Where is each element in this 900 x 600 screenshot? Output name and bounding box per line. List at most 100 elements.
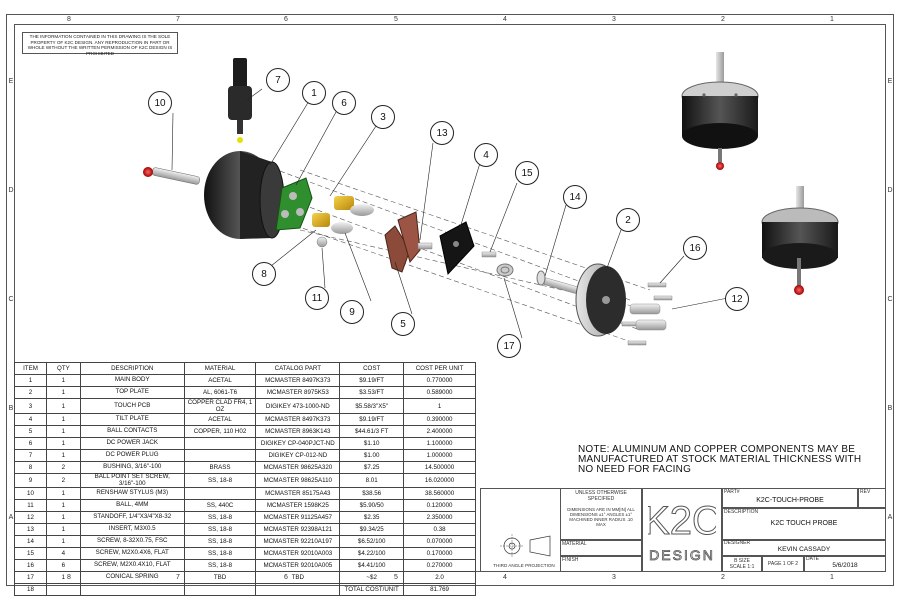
bom-cell: MCMASTER 98625A110	[255, 473, 341, 488]
copper-contact-part	[397, 211, 421, 264]
bom-header-cell: COST PER UNIT	[403, 362, 476, 375]
screws-standoffs-parts	[621, 282, 673, 346]
main-body-part	[204, 151, 285, 239]
bom-cell: 18	[14, 583, 47, 596]
bom-header-cell: DESCRIPTION	[79, 362, 185, 375]
bom-cell: 14	[14, 535, 47, 548]
bom-cell: BRASS	[183, 461, 257, 474]
bom-cell: DIGIKEY CP-012-ND	[255, 449, 341, 462]
material-label: MATERIAL	[562, 541, 587, 547]
bom-cell: 1	[45, 386, 81, 399]
zone-col-label: 1	[830, 16, 834, 23]
callout-balloon: 3	[371, 105, 395, 129]
bom-cell	[79, 583, 185, 596]
unless-label: UNLESS OTHERWISE SPECIFIED	[575, 490, 627, 502]
bom-cell: 16.020000	[403, 473, 476, 488]
bom-cell: 2.400000	[403, 425, 476, 438]
bom-cell: $9.19/FT	[339, 374, 405, 387]
designer-box	[722, 540, 886, 556]
zone-col-label: 8	[67, 16, 71, 23]
bom-cell: 0.070000	[403, 535, 476, 548]
bom-cell: 3	[14, 398, 47, 414]
bom-cell: 10	[14, 487, 47, 500]
bom-cell: MCMASTER 98625A320	[255, 461, 341, 474]
bom-cell: BALL CONTACTS	[79, 425, 185, 438]
bom-cell: ~$2	[339, 571, 405, 584]
bom-cell: $44.61/3 FT	[339, 425, 405, 438]
bom-cell: 1	[45, 511, 81, 524]
bom-cell: DIGIKEY CP-040PJCT-ND	[255, 437, 341, 450]
size-box	[722, 556, 762, 572]
description-label: DESCRIPTION	[724, 509, 759, 515]
bom-cell: MCMASTER 1598K25	[255, 499, 341, 512]
rev-box	[858, 488, 886, 508]
bom-cell: 17	[14, 571, 47, 584]
bom-cell: 2	[45, 461, 81, 474]
zone-row-label: C	[8, 296, 14, 303]
bom-cell: 6	[14, 437, 47, 450]
description-value: K2C TOUCH PROBE	[770, 520, 838, 527]
proprietary-notice: THE INFORMATION CONTAINED IN THIS DRAWIN…	[22, 32, 178, 56]
partno-box	[722, 488, 858, 508]
bom-cell: SCREW, M2x0.4x10, FLAT	[79, 559, 185, 572]
callout-balloon: 7	[266, 68, 290, 92]
material-box	[560, 540, 642, 556]
bom-cell	[255, 583, 341, 596]
bom-cell: MCMASTER 8497K373	[255, 413, 341, 426]
bom-cell: TILT PLATE	[79, 413, 185, 426]
bom-cell: 1	[14, 374, 47, 387]
bom-cell: $5.90/50	[339, 499, 405, 512]
bom-cell: BUSHING, 3/16"-100	[79, 461, 185, 474]
tolerance-box	[560, 488, 642, 540]
bom-cell: SCREW, M2x0.4x6, FLAT	[79, 547, 185, 560]
bom-cell: $38.56	[339, 487, 405, 500]
bom-cell: $6.52/100	[339, 535, 405, 548]
bom-cell: 0.770000	[403, 374, 476, 387]
bom-cell: TOTAL COST/UNIT	[339, 583, 405, 596]
logo-box	[642, 488, 722, 572]
exploded-assembly-view	[143, 52, 839, 346]
bom-cell: 0.270000	[403, 559, 476, 572]
bom-cell: STANDOFF, 1/4"x3/4"x8-32	[79, 511, 185, 524]
description-box	[722, 508, 886, 540]
zone-col-label: 6	[284, 16, 288, 23]
zone-col-label: 3	[612, 574, 616, 581]
bom-cell: 1	[45, 437, 81, 450]
zone-col-label: 7	[176, 16, 180, 23]
callout-balloon: 14	[563, 185, 587, 209]
ball-contacts-part	[384, 225, 411, 273]
bom-cell: 9	[14, 473, 47, 488]
bom-cell: DC POWER PLUG	[79, 449, 185, 462]
bom-cell: $1.10	[339, 437, 405, 450]
bom-cell: 16	[14, 559, 47, 572]
rev-label: REV	[860, 489, 871, 495]
bom-cell: MCMASTER 8963K143	[255, 425, 341, 438]
bom-cell: 0.170000	[403, 547, 476, 560]
zone-col-label: 2	[721, 574, 725, 581]
bill-of-materials-table: ITEM QTY DESCRIPTION MATERIAL CATALOG PA…	[14, 362, 476, 596]
callout-balloon: 16	[683, 236, 707, 260]
zone-col-label: 4	[503, 16, 507, 23]
callout-balloon: 2	[616, 208, 640, 232]
callout-balloon: 11	[305, 286, 329, 310]
bom-cell: 2	[14, 386, 47, 399]
bom-cell: $9.34/25	[339, 523, 405, 536]
callout-balloon: 12	[725, 287, 749, 311]
projection-label: THIRD ANGLE PROJECTION	[493, 563, 555, 568]
bom-cell: $9.19/FT	[339, 413, 405, 426]
bom-cell: SS, 18-8	[183, 473, 257, 488]
bom-cell: 15	[14, 547, 47, 560]
touch-pcb-part	[275, 177, 313, 231]
bom-cell: 1	[45, 398, 81, 414]
bom-cell: $7.25	[339, 461, 405, 474]
zone-col-label: 5	[394, 16, 398, 23]
date-value: 5/6/2018	[832, 562, 858, 569]
bom-cell: 38.560000	[403, 487, 476, 500]
zone-row-label: B	[887, 405, 893, 412]
